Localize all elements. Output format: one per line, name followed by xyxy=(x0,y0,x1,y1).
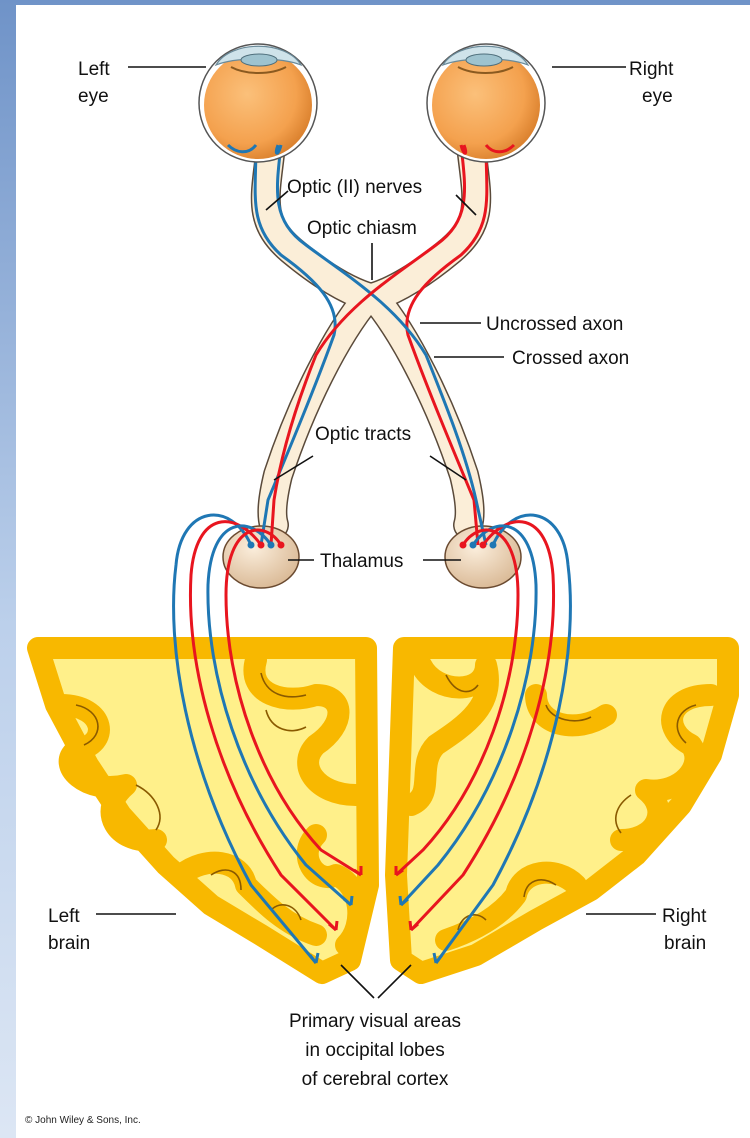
left-brain-label-line2: brain xyxy=(48,933,90,954)
visual-pathway-diagram: Left eye Right eye Optic (II) nerves Opt… xyxy=(16,5,750,1138)
optic-nerve-structure xyxy=(266,145,476,525)
right-eye-label-line1: Right xyxy=(629,59,674,80)
left-eye xyxy=(199,44,317,162)
left-eye-label-line1: Left xyxy=(78,59,110,80)
optic-chiasm-label: Optic chiasm xyxy=(307,218,417,239)
right-eye xyxy=(427,44,545,162)
right-brain-label-line2: brain xyxy=(664,933,706,954)
visual-areas-label-line2: in occipital lobes xyxy=(305,1040,444,1061)
optic-nerves-label: Optic (II) nerves xyxy=(287,177,422,198)
left-brain-label-line1: Left xyxy=(48,906,80,927)
visual-areas-label-line3: of cerebral cortex xyxy=(302,1069,449,1090)
copyright-notice: © John Wiley & Sons, Inc. xyxy=(25,1115,141,1126)
uncrossed-axon-label: Uncrossed axon xyxy=(486,314,623,335)
figure-panel: Left eye Right eye Optic (II) nerves Opt… xyxy=(16,5,750,1138)
right-eye-label-line2: eye xyxy=(642,86,673,107)
optic-tracts-label: Optic tracts xyxy=(315,424,411,445)
visual-areas-label-line1: Primary visual areas xyxy=(289,1011,461,1032)
right-brain-label-line1: Right xyxy=(662,906,707,927)
thalamus-label: Thalamus xyxy=(320,551,403,572)
crossed-axon-label: Crossed axon xyxy=(512,348,629,369)
left-eye-label-line2: eye xyxy=(78,86,109,107)
